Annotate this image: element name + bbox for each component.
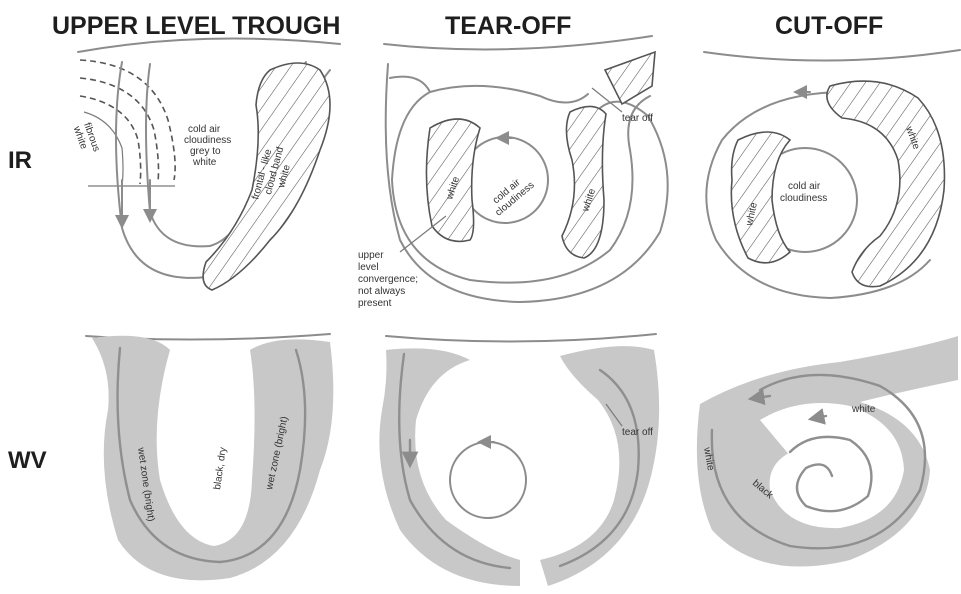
ir-trough-cold-air-label: white [192,157,217,168]
header-tear-off: TEAR-OFF [445,12,571,40]
header-upper-level-trough: UPPER LEVEL TROUGH [52,12,340,40]
wv-trough-wet-zone [92,336,333,581]
ir-trough-cold-air-label: grey to [190,146,221,157]
ir-tearoff-right-band [562,106,606,258]
row-label-wv: WV [8,447,47,474]
wv-cutoff-white-label: white [851,404,876,415]
wv-trough-panel: wet zone (bright) black, dry wet zone (b… [86,334,333,580]
wv-tearoff-tear-off-label: tear off [622,427,653,438]
ir-cutoff-panel: white cold air cloudiness white [704,50,960,298]
ir-tearoff-convergence-label: convergence; [358,274,418,285]
header-cut-off: CUT-OFF [775,12,883,40]
ir-tearoff-tear-off-label: tear off [622,113,653,124]
ir-trough-jet-axis [78,39,340,52]
ir-tearoff-convergence-label: not always [358,286,405,297]
ir-cutoff-cold-air-label: cloudiness [780,193,827,204]
ir-trough-cold-air-label: cloudiness [184,135,231,146]
ir-tearoff-streamline [430,86,588,103]
ir-cutoff-jet-axis [704,50,960,61]
ir-cutoff-right-band [827,81,945,287]
ir-trough-cold-air-label: cold air [188,124,221,135]
wv-tearoff-closed-circulation [450,442,526,518]
ir-tearoff-convergence-label: present [358,298,392,309]
ir-tearoff-convergence-label: upper [358,250,384,261]
wv-cutoff-panel: white black white [697,336,958,567]
wv-tearoff-right-zone [540,346,659,586]
ir-cutoff-cold-air-label: cold air [788,181,821,192]
ir-trough-panel: fibrous white cold air cloudiness grey t… [71,39,340,290]
row-label-ir: IR [8,147,32,174]
wv-tearoff-panel: tear off [379,334,659,586]
wv-trough-dry-label: black, dry [212,447,229,491]
wv-tearoff-jet-axis [386,334,656,342]
ir-tearoff-panel: tear off white cold air cloudiness white… [358,36,668,309]
ir-tearoff-convergence-label: level [358,262,379,273]
